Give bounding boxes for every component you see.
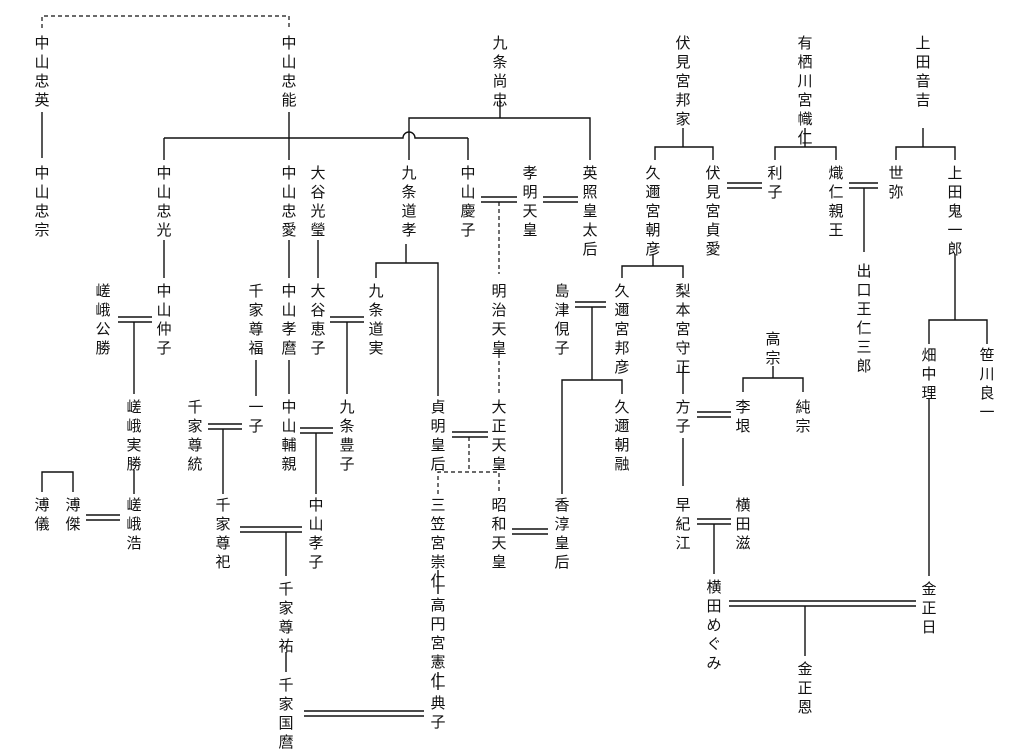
bar-asahiko-children xyxy=(621,265,684,278)
person-nakayama-tadamitsu: 中山忠光 xyxy=(156,164,171,239)
person-hata-nakari: 畑中理 xyxy=(921,346,936,402)
person-kuni-asahiko: 久邇宮朝彦 xyxy=(645,164,660,258)
person-kujo-michizane: 九条道実 xyxy=(368,282,383,357)
person-shimazu-chikako: 島津俔子 xyxy=(554,282,569,357)
person-fushimi-kuniie: 伏見宮邦家 xyxy=(675,34,690,128)
bar-tadayasu-children xyxy=(164,131,468,139)
person-nakayama-tadamune: 中山忠宗 xyxy=(34,164,49,239)
bar-michitaka-children xyxy=(375,262,439,396)
bar-otokichi-children xyxy=(895,146,956,160)
person-otani-koei: 大谷光瑩 xyxy=(310,164,325,239)
person-takahito-shinno: 熾仁親王 xyxy=(828,164,843,239)
person-saga-kinto: 嵯峨公勝 xyxy=(95,282,110,357)
person-gaozong: 高宗 xyxy=(765,330,780,367)
person-saga-sanekatsu: 嵯峨実勝 xyxy=(126,398,141,473)
dashed-link-tadahide-tadayasu xyxy=(41,15,290,28)
person-noriko: 典子 xyxy=(430,694,445,731)
person-sunjong: 純宗 xyxy=(795,398,810,435)
person-nakayama-nakako: 中山仲子 xyxy=(156,282,171,357)
person-nakayama-sukechika: 中山輔親 xyxy=(281,398,296,473)
person-sen-sosaku: 千家尊福 xyxy=(248,282,263,357)
person-ueda-otokichi: 上田音吉 xyxy=(915,34,930,109)
person-eisho-kotaigo: 英照皇太后 xyxy=(582,164,597,258)
person-li-gen: 李垠 xyxy=(735,398,750,435)
person-taisho-tenno: 大正天皇 xyxy=(491,398,506,473)
person-meiji-tenno: 明治天皇 xyxy=(491,282,506,357)
person-nakayama-yoshiko: 中山慶子 xyxy=(460,164,475,239)
person-pujie-brother: 溥儀 xyxy=(34,496,49,533)
person-nakayama-takamaro: 中山孝麿 xyxy=(281,282,296,357)
person-kuni-asaakira: 久邇朝融 xyxy=(614,398,629,473)
person-saga-hiro: 嵯峨浩 xyxy=(126,496,141,552)
person-names: 中山忠英中山忠宗中山忠能九条尚忠伏見宮邦家有栖川宮幟仁上田音吉中山忠光中山忠愛大… xyxy=(34,34,994,751)
person-nakayama-takako: 中山孝子 xyxy=(308,496,323,571)
person-yokota-megumi: 横田めぐみ xyxy=(706,578,721,672)
person-nakayama-tadahide: 中山忠英 xyxy=(34,34,49,109)
person-kujo-hisatada: 九条尚忠 xyxy=(492,34,507,109)
person-otani-keiko: 大谷恵子 xyxy=(310,282,325,357)
person-sen-takanori: 千家尊祀 xyxy=(215,496,230,571)
person-takamado-norihito: 高円宮憲仁 xyxy=(430,596,445,690)
person-komei-tenno: 孝明天皇 xyxy=(522,164,537,239)
person-kim-jongil: 金正日 xyxy=(921,580,936,636)
dashed-taisho-children xyxy=(437,437,500,494)
person-kazuko: 一子 xyxy=(248,398,263,435)
person-toshiko: 利子 xyxy=(767,164,782,201)
person-teimei-kogo: 貞明皇后 xyxy=(430,398,445,473)
person-kujo-michitaka: 九条道孝 xyxy=(401,164,416,239)
person-pujie: 溥傑 xyxy=(65,496,80,533)
person-sen-sonobu: 千家尊統 xyxy=(187,398,202,473)
person-mikasa-takahito: 三笠宮崇仁 xyxy=(430,496,445,590)
sibling-bracket-pu xyxy=(41,471,74,492)
person-arisugawa-takahito: 有栖川宮幟仁 xyxy=(797,34,812,147)
person-kim-jongun: 金正恩 xyxy=(797,660,812,716)
person-yokota-shigeru: 横田滋 xyxy=(735,496,750,552)
person-nakayama-tadayasu: 中山忠能 xyxy=(281,34,296,109)
person-sasakawa-ryoichi: 笹川良一 xyxy=(979,346,994,421)
person-fushimi-sadanaru: 伏見宮貞愛 xyxy=(705,164,720,258)
person-sen-kunimaro: 千家国麿 xyxy=(278,676,293,751)
tree-connectors xyxy=(41,15,988,717)
person-kojun-kogo: 香淳皇后 xyxy=(554,496,569,571)
person-sen-takahiro: 千家尊祐 xyxy=(278,580,293,655)
bar-gaozong-children xyxy=(742,377,804,392)
person-nashimoto-morimasa: 梨本宮守正 xyxy=(675,282,690,376)
person-nakayama-tadanaru: 中山忠愛 xyxy=(281,164,296,239)
person-ueda-kiichiro: 上田鬼一郎 xyxy=(947,164,962,258)
person-kujo-toyoko: 九条豊子 xyxy=(339,398,354,473)
bar-arisugawa-children xyxy=(774,146,837,160)
bar-kiichiro-children xyxy=(928,319,988,344)
bar-kuniie-children xyxy=(654,146,714,160)
person-seya: 世弥 xyxy=(888,164,903,201)
person-masako: 方子 xyxy=(675,398,690,435)
person-kuni-kuniyoshi: 久邇宮邦彦 xyxy=(614,282,629,376)
person-deguchi-onisaburo: 出口王仁三郎 xyxy=(856,262,871,375)
person-sakie: 早紀江 xyxy=(675,496,690,552)
person-showa-tenno: 昭和天皇 xyxy=(491,496,506,571)
bar-kuniyoshi-children xyxy=(561,379,623,494)
bar-hisatada-children xyxy=(408,117,591,160)
